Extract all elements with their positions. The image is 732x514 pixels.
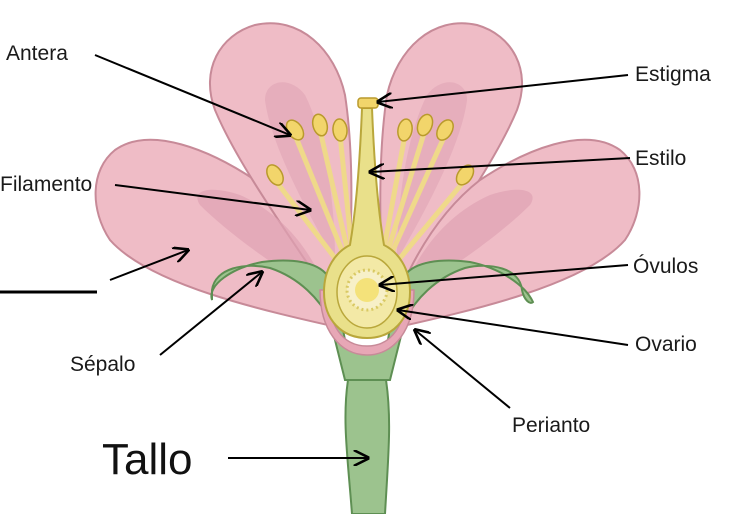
filament <box>379 127 428 273</box>
label-filamento: Filamento <box>0 173 92 196</box>
arrow-ovario <box>398 310 629 346</box>
stigma <box>357 97 379 109</box>
arrow-petalo <box>109 250 188 281</box>
leader-lines <box>94 54 631 458</box>
stem <box>344 379 391 514</box>
label-estigma: Estigma <box>635 63 711 86</box>
anther <box>397 118 413 142</box>
labels: Antera Filamento Sépalo Estigma Estilo Ó… <box>0 42 711 484</box>
label-ovario: Ovario <box>635 333 697 356</box>
label-estilo: Estilo <box>635 147 686 170</box>
petal-right-outer <box>383 138 641 332</box>
arrow-estigma <box>378 74 629 102</box>
filament <box>292 132 353 273</box>
label-sepalo: Sépalo <box>70 353 135 376</box>
label-ovulos: Óvulos <box>633 255 698 278</box>
label-tallo: Tallo <box>102 435 193 484</box>
arrow-antera <box>94 54 290 135</box>
arrow-ovulos <box>380 264 629 285</box>
arrow-sepalo <box>159 272 262 356</box>
anther <box>436 119 454 141</box>
filament <box>381 132 448 273</box>
anther <box>266 164 284 186</box>
label-antera: Antera <box>6 42 68 65</box>
ovule-core <box>355 278 379 302</box>
arrow-estilo <box>370 157 631 172</box>
anther <box>416 113 434 137</box>
anther <box>311 113 329 137</box>
arrow-filamento <box>114 184 310 210</box>
label-perianto: Perianto <box>512 414 590 437</box>
anther <box>332 118 348 142</box>
arrow-perianto <box>415 330 511 409</box>
